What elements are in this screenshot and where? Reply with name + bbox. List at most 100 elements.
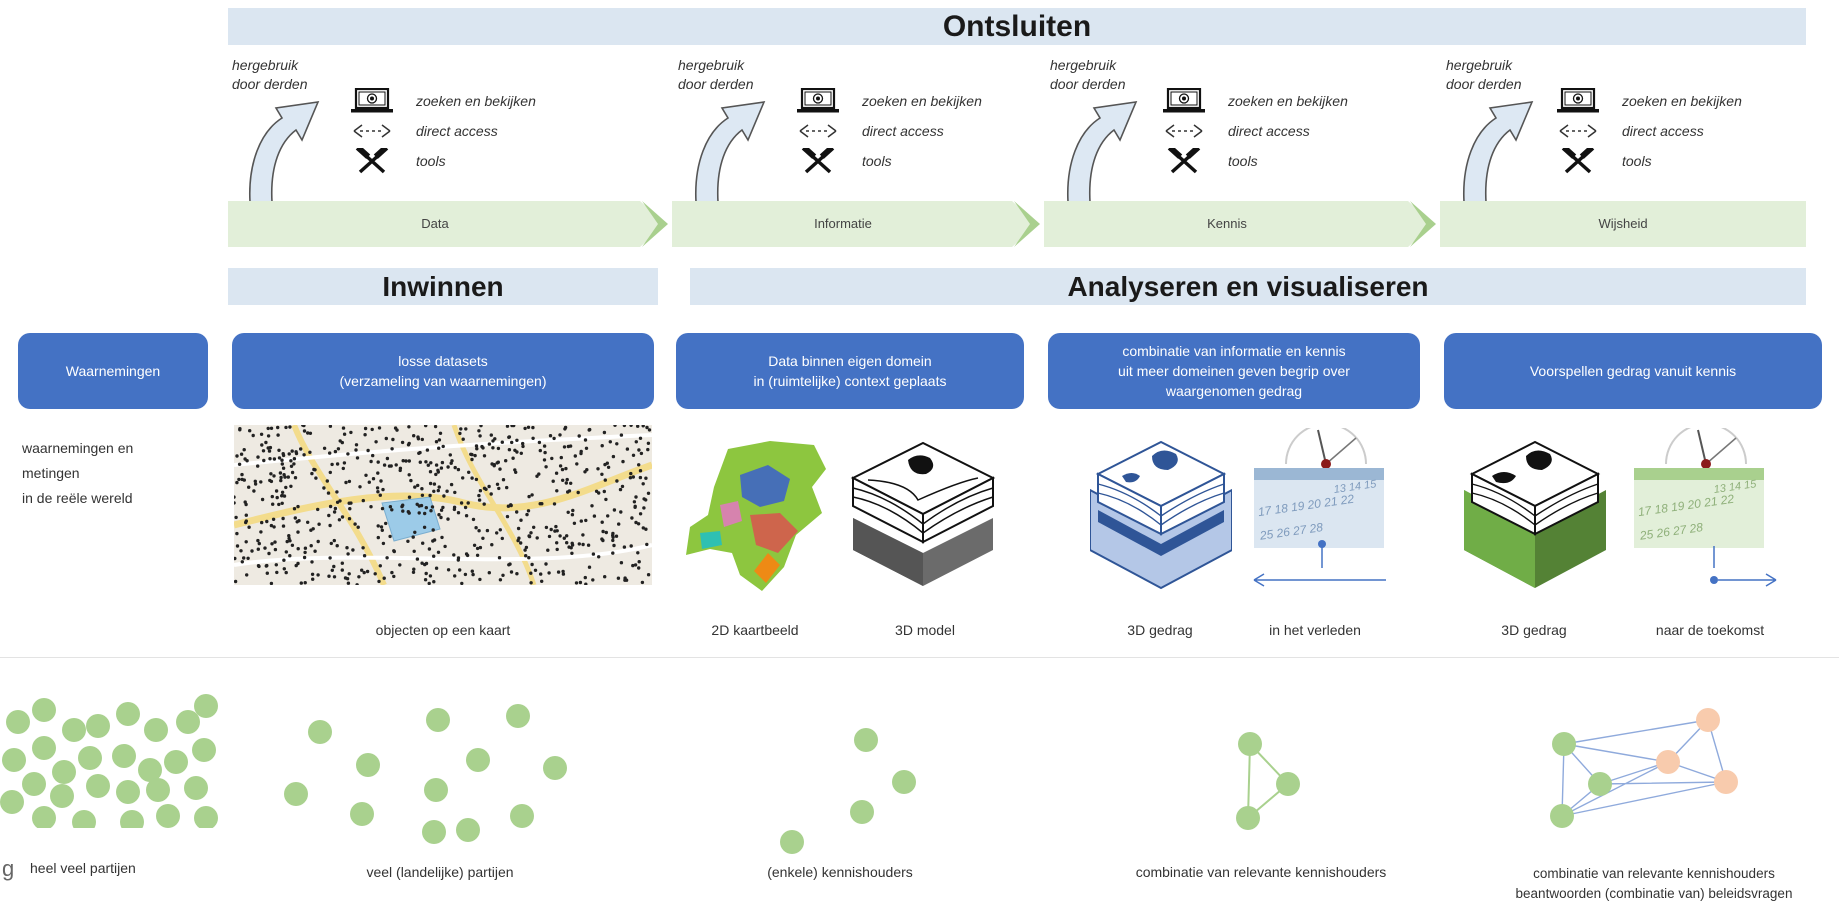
network-label-2: veel (landelijke) partijen [366, 864, 514, 880]
reuse-group-3: hergebruik door derden zoeken en bekijke… [1050, 56, 1410, 206]
tool-search: zoeken en bekijken [1162, 86, 1348, 116]
stage-label: Data [421, 216, 449, 231]
tool-access: direct access [796, 116, 982, 146]
caption-in-het-verleden: in het verleden [1269, 622, 1361, 638]
objects-map-image [234, 425, 652, 585]
network-node [32, 736, 56, 760]
exchange-arrows-icon [1556, 118, 1600, 144]
calendar-past-image: 17 18 19 20 21 22 25 26 27 28 13 14 15 [1253, 428, 1386, 587]
network-node [176, 710, 200, 734]
tool-tools-label: tools [416, 153, 446, 169]
network-node [466, 748, 490, 772]
network-veel-partijen [284, 704, 567, 844]
tool-search: zoeken en bekijken [796, 86, 982, 116]
tool-access: direct access [1556, 116, 1742, 146]
calendar-icon: 17 18 19 20 21 22 25 26 27 28 13 14 15 [1634, 468, 1764, 548]
box-waarnemingen: Waarnemingen [18, 333, 208, 409]
tool-search: zoeken en bekijken [350, 86, 536, 116]
network-combinatie [1236, 732, 1300, 830]
network-node [194, 694, 218, 718]
network-node-orange [1714, 770, 1738, 794]
network-node [892, 770, 916, 794]
3d-model-image [850, 441, 996, 586]
exchange-arrows-icon [796, 118, 840, 144]
3d-behaviour-past-image [1090, 440, 1232, 590]
network-node [543, 756, 567, 780]
network-node [78, 746, 102, 770]
network-node [116, 780, 140, 804]
reuse-group-2: hergebruik door derden zoeken en bekijke… [678, 56, 1038, 206]
svg-text:25 26 27 28: 25 26 27 28 [1638, 520, 1704, 543]
network-node [22, 772, 46, 796]
network-kennishouders [780, 728, 916, 854]
laptop-icon [350, 88, 394, 114]
svg-text:17 18 19 20 21 22: 17 18 19 20 21 22 [1637, 492, 1735, 519]
network-node [194, 806, 218, 828]
clock-icon [1665, 428, 1747, 469]
tool-tools-label: tools [1622, 153, 1652, 169]
network-node [32, 806, 56, 828]
network-node [284, 782, 308, 806]
svg-text:13 14 15: 13 14 15 [1333, 478, 1378, 496]
network-node [356, 753, 380, 777]
divider [0, 657, 1839, 658]
laptop-icon [1162, 88, 1206, 114]
network-node [0, 790, 24, 814]
network-node [156, 804, 180, 828]
hammers-icon [1556, 148, 1600, 174]
network-node [144, 718, 168, 742]
network-label-4: combinatie van relevante kennishouders [1135, 864, 1387, 880]
tool-search: zoeken en bekijken [1556, 86, 1742, 116]
network-node [86, 714, 110, 738]
network-node [52, 760, 76, 784]
2d-map-image [686, 441, 826, 591]
box-losse-datasets: losse datasets (verzameling van waarnemi… [232, 333, 654, 409]
cut-off-letter: g [2, 856, 15, 881]
network-node [1552, 732, 1576, 756]
banner-ontsluiten: Ontsluiten [228, 8, 1806, 45]
tool-access-label: direct access [1622, 123, 1704, 139]
stage-wijsheid: Wijsheid [1440, 201, 1806, 247]
map-objects [234, 425, 652, 585]
tool-access: direct access [350, 116, 536, 146]
clock-icon [1285, 428, 1367, 469]
network-node [850, 800, 874, 824]
caption-naar-de-toekomst: naar de toekomst [1655, 622, 1765, 638]
network-node [426, 708, 450, 732]
network-node [1238, 732, 1262, 756]
tool-search-label: zoeken en bekijken [1622, 93, 1742, 109]
tool-tools-label: tools [862, 153, 892, 169]
stage-label: Wijsheid [1598, 216, 1648, 231]
network-node [6, 710, 30, 734]
network-node [112, 744, 136, 768]
tool-access: direct access [1162, 116, 1348, 146]
network-beleidsvragen [1550, 708, 1738, 828]
calendar-icon: 17 18 19 20 21 22 25 26 27 28 13 14 15 [1254, 468, 1384, 548]
caption-objecten-op-kaart: objecten op een kaart [375, 622, 511, 638]
stage-kennis: Kennis [1044, 201, 1440, 247]
network-node [1236, 806, 1260, 830]
box-combinatie-informatie: combinatie van informatie en kennis uit … [1048, 333, 1420, 409]
hammers-icon [350, 148, 394, 174]
network-node [308, 720, 332, 744]
network-node [780, 830, 804, 854]
network-node [62, 718, 86, 742]
network-node [120, 810, 144, 828]
caption-3d-gedrag-verleden: 3D gedrag [1127, 622, 1193, 638]
network-node [510, 804, 534, 828]
box-data-eigen-domein: Data binnen eigen domein in (ruimtelijke… [676, 333, 1024, 409]
network-node [146, 778, 170, 802]
tool-search-label: zoeken en bekijken [416, 93, 536, 109]
network-node [350, 802, 374, 826]
svg-text:13 14 15: 13 14 15 [1713, 478, 1758, 496]
reuse-label: hergebruik door derden [1050, 57, 1126, 92]
tool-search-label: zoeken en bekijken [862, 93, 982, 109]
curved-arrow-icon [249, 101, 320, 203]
banner-inwinnen: Inwinnen [228, 268, 658, 305]
network-node [72, 810, 96, 828]
laptop-icon [796, 88, 840, 114]
left-caption: waarnemingen en metingen in de reële wer… [22, 440, 134, 506]
box-voorspellen-gedrag: Voorspellen gedrag vanuit kennis [1444, 333, 1822, 409]
tool-access-label: direct access [416, 123, 498, 139]
network-node [456, 818, 480, 842]
